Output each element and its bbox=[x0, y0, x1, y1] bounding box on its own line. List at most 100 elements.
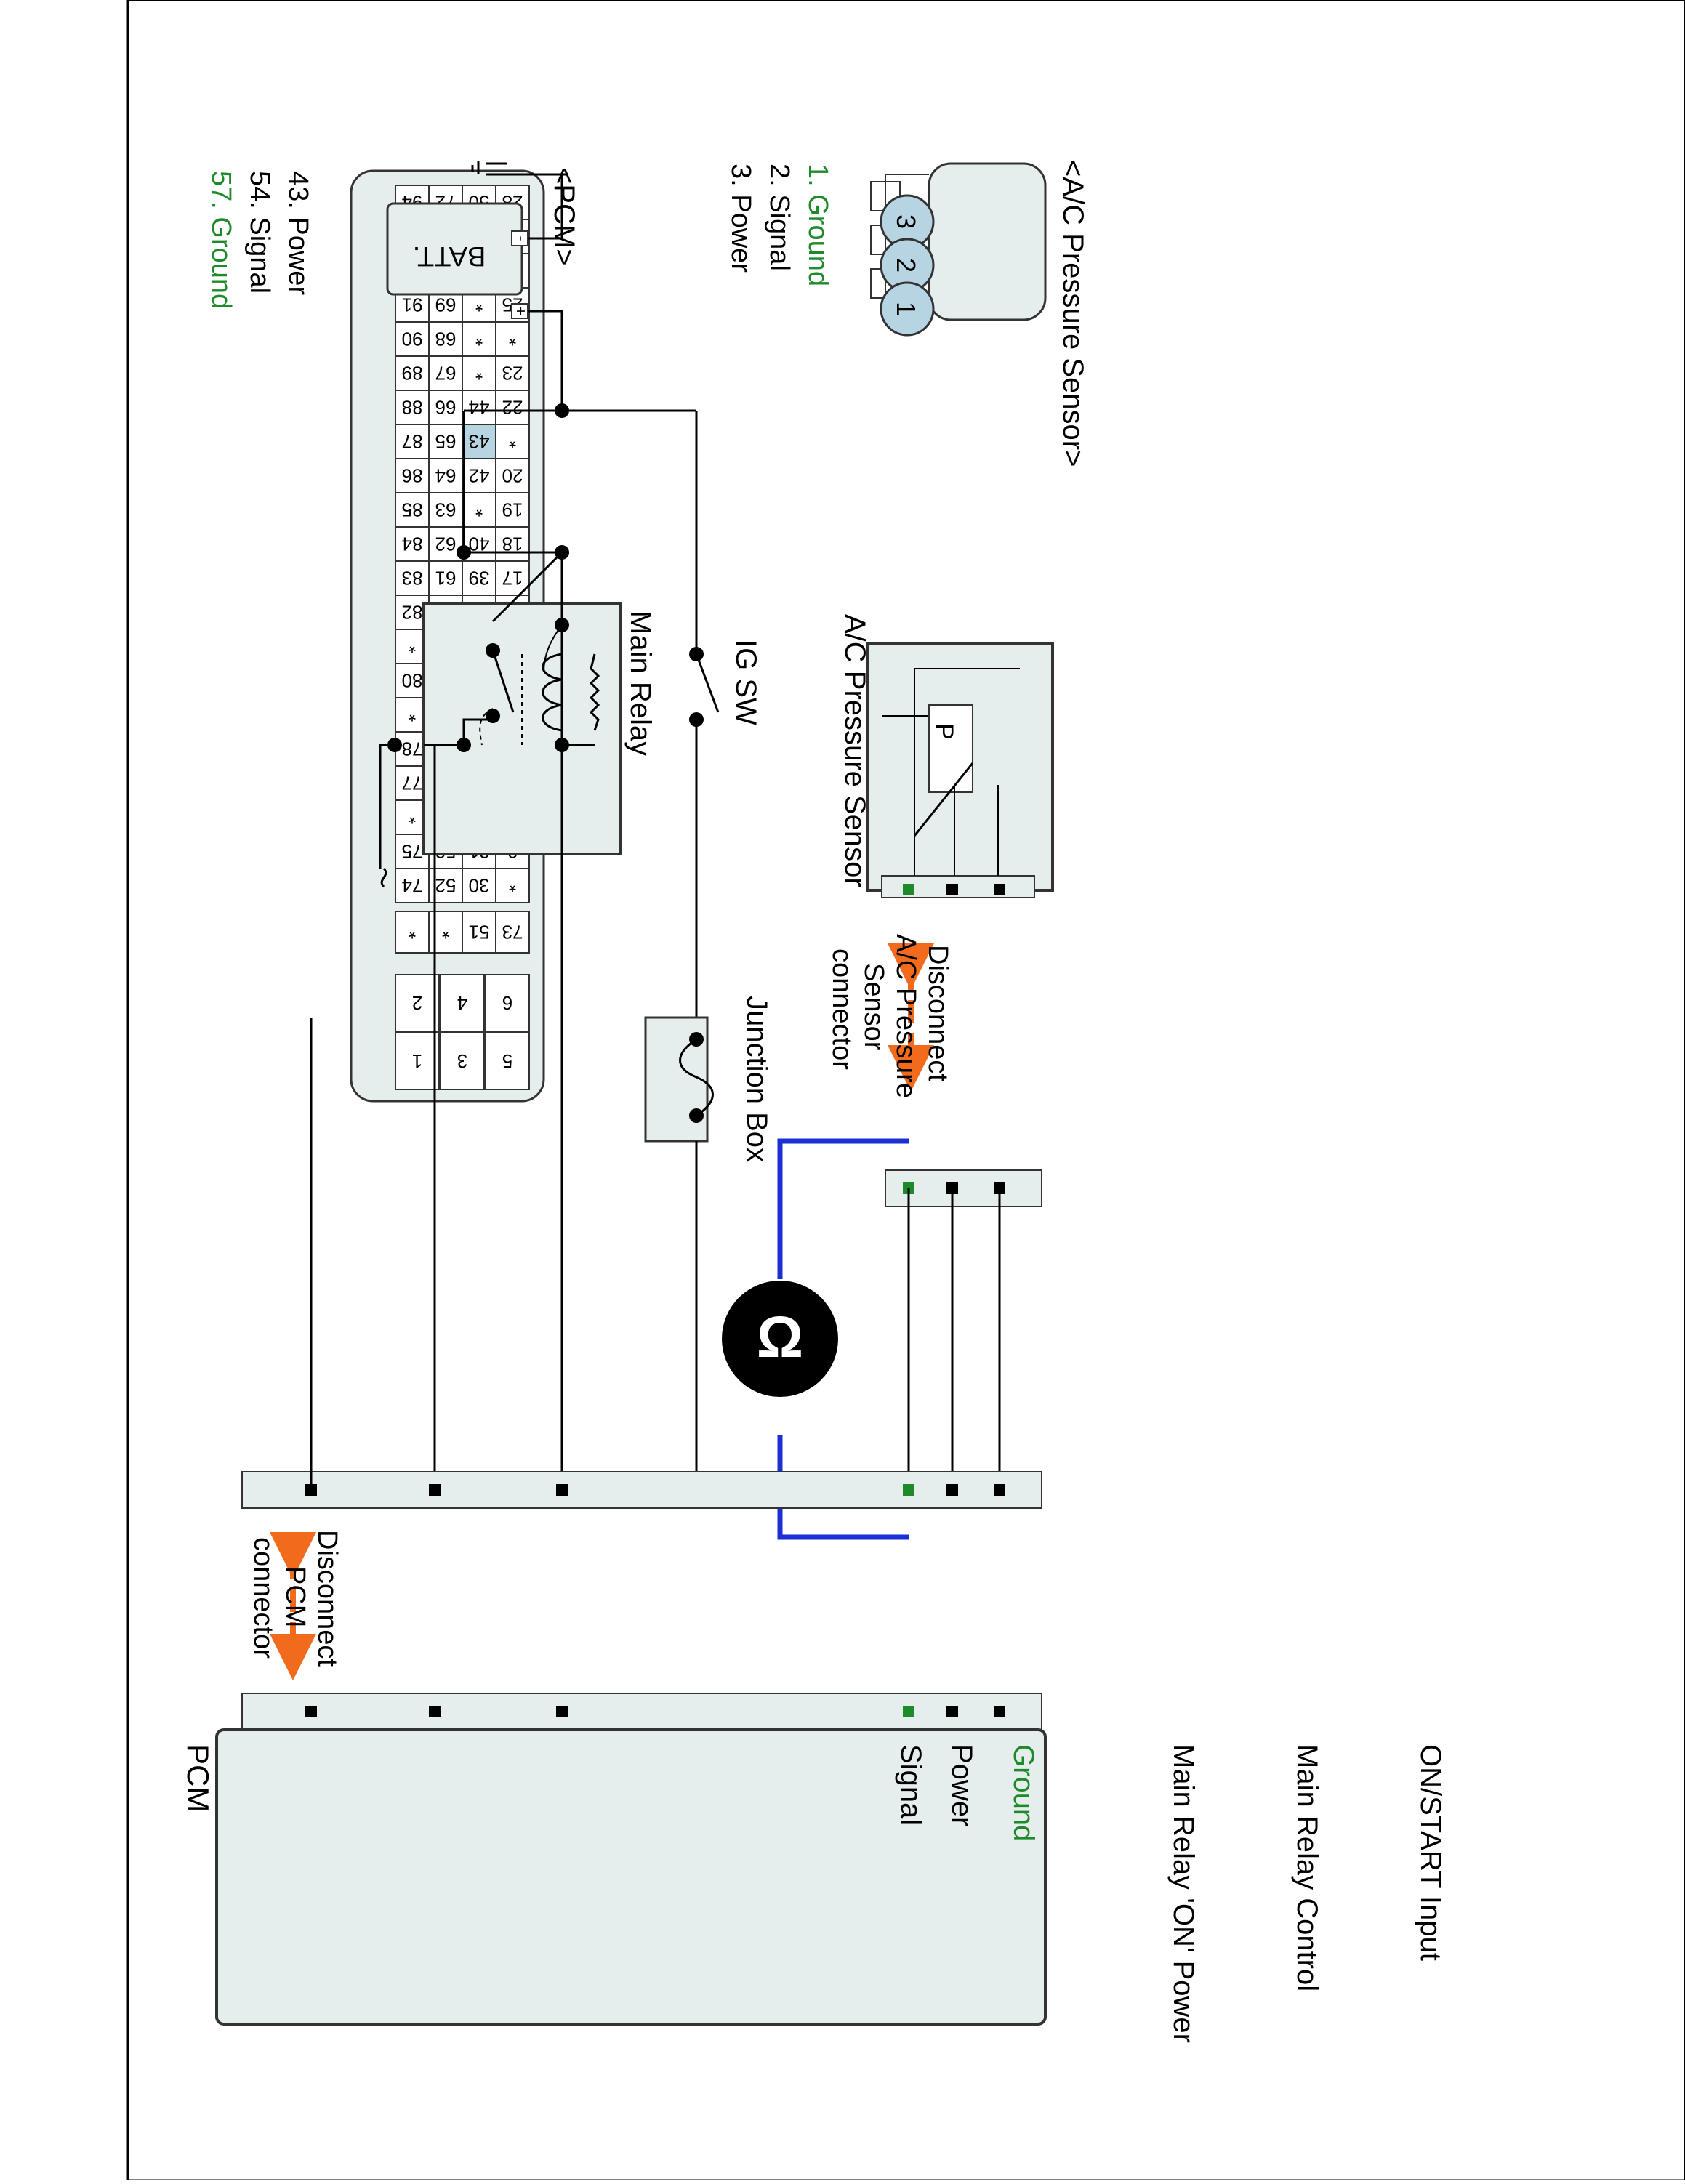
sensor-pin-power-label: 3. Power bbox=[725, 164, 756, 273]
disconnect-sensor-line-4: connector bbox=[827, 948, 857, 1070]
disconnect-sensor-line-1: Disconnect bbox=[922, 945, 953, 1081]
pcm-module bbox=[215, 1728, 1047, 2026]
pcm-pin-number: * bbox=[475, 499, 483, 521]
pcm-pin-number: 42 bbox=[469, 465, 490, 487]
pcm-pin-number: * bbox=[409, 807, 416, 829]
pcm-pin-number: * bbox=[475, 363, 483, 384]
pcm-pin-number: 44 bbox=[469, 397, 490, 419]
pcm-pin-number: 86 bbox=[402, 465, 423, 487]
pcm-pin-number: 63 bbox=[435, 499, 457, 521]
main-relay-label: Main Relay bbox=[624, 611, 656, 756]
pcm-pin-number: 20 bbox=[502, 465, 523, 487]
pcm-pin-power-label: 43. Power bbox=[283, 171, 313, 295]
pcm-module-label: PCM bbox=[181, 1744, 215, 1812]
pcm-pin-number: 75 bbox=[402, 841, 423, 863]
ac-pressure-sensor-label: A/C Pressure Sensor bbox=[839, 614, 871, 887]
pcm-small-block-number: * bbox=[409, 922, 416, 943]
ground-symbol bbox=[471, 161, 566, 176]
pcm-module-pin-label: Signal bbox=[895, 1744, 927, 1825]
pcm-pin-number: 19 bbox=[502, 499, 523, 521]
pcm-pin-number: * bbox=[475, 329, 483, 350]
ig-switch bbox=[695, 653, 720, 713]
pcm-power-block-number: 6 bbox=[502, 992, 512, 1014]
pcm-pin-number: * bbox=[409, 704, 416, 726]
pcm-power-block-number: 5 bbox=[502, 1050, 512, 1072]
pcm-pin-number: * bbox=[409, 636, 416, 658]
pcm-pin-number: 39 bbox=[469, 568, 490, 589]
pcm-power-block-cell bbox=[395, 1032, 440, 1090]
pcm-pin-number: 43 bbox=[469, 431, 490, 453]
pcm-small-block-cell bbox=[395, 911, 430, 954]
pcm-connector-title: <PCM> bbox=[548, 167, 580, 266]
pcm-pin-number: 74 bbox=[402, 875, 423, 897]
connector-pin-1: 1 bbox=[891, 302, 921, 316]
pcm-module-pin-label: Ground bbox=[1008, 1744, 1039, 1841]
sensor-pin-signal-label: 2. Signal bbox=[764, 164, 795, 271]
disconnect-pcm-line-1: Disconnect bbox=[312, 1530, 342, 1667]
pcm-small-block-number: * bbox=[442, 922, 449, 943]
sensor-connector-title: <A/C Pressure Sensor> bbox=[1057, 160, 1089, 467]
sensor-pin-ground-label: 1. Ground bbox=[803, 164, 833, 286]
pcm-pin-number: 17 bbox=[502, 568, 523, 589]
battery: - + BATT. bbox=[386, 202, 531, 319]
battery-minus: - bbox=[512, 235, 531, 241]
pcm-small-block-number: 51 bbox=[469, 922, 490, 943]
pcm-pin-number: * bbox=[475, 294, 483, 316]
pcm-power-block-cell bbox=[485, 974, 530, 1032]
disconnect-pcm-line-2: PCM bbox=[280, 1566, 310, 1627]
disconnect-sensor-line-2: A/C Pressure bbox=[890, 934, 921, 1098]
junction-box-label: Junction Box bbox=[741, 996, 773, 1162]
pcm-pin-number: 62 bbox=[435, 533, 457, 555]
pcm-pin-number: 22 bbox=[502, 397, 523, 419]
ohm-meter bbox=[722, 1281, 838, 1397]
pcm-pin-number: 69 bbox=[435, 294, 457, 316]
meter-lead-2 bbox=[777, 1435, 909, 1540]
disconnect-pcm-line-3: connector bbox=[248, 1537, 278, 1659]
pcm-pin-number: 30 bbox=[469, 875, 490, 897]
pcm-pin-number: 66 bbox=[435, 397, 457, 419]
pcm-pin-number: 68 bbox=[435, 329, 457, 350]
pcm-power-block-number: 3 bbox=[457, 1050, 467, 1072]
pcm-pin-number: 87 bbox=[402, 431, 423, 453]
pcm-pin-number: 83 bbox=[402, 568, 423, 589]
ohm-symbol: Ω bbox=[757, 1305, 803, 1369]
connector-pin-2: 2 bbox=[891, 258, 921, 273]
relay-coil bbox=[542, 653, 600, 732]
sensor-element-label: P bbox=[930, 723, 958, 740]
pcm-pin-number: 91 bbox=[402, 294, 423, 316]
pcm-pin-number: 52 bbox=[435, 875, 457, 897]
disconnect-pcm-label: Disconnect PCM connector bbox=[248, 1530, 342, 1675]
pcm-pin-number: 88 bbox=[402, 397, 423, 419]
pcm-pin-signal-label: 54. Signal bbox=[244, 171, 275, 294]
sensor-harness-connector bbox=[885, 1169, 1042, 1207]
disconnect-sensor-label: Disconnect A/C Pressure Sensor connector bbox=[827, 934, 953, 1106]
pcm-power-block-number: 1 bbox=[412, 1050, 422, 1072]
battery-label: BATT. bbox=[413, 241, 486, 271]
pcm-module-pin-label: Power bbox=[946, 1744, 978, 1826]
disconnect-sensor-line-3: Sensor bbox=[858, 963, 889, 1051]
pcm-pin-number: 64 bbox=[435, 465, 457, 487]
pcm-harness-connector bbox=[241, 1471, 1042, 1509]
pcm-pin-number: * bbox=[509, 329, 516, 350]
connector-pin-3: 3 bbox=[891, 214, 921, 229]
pcm-pin-number: * bbox=[509, 431, 516, 453]
pcm-power-block-cell bbox=[440, 974, 485, 1032]
pcm-module-connector bbox=[241, 1693, 1042, 1730]
pcm-pin-number: 78 bbox=[402, 738, 423, 760]
pcm-pin-number: * bbox=[509, 875, 516, 897]
pcm-power-block-cell bbox=[485, 1032, 530, 1090]
pcm-pin-ground-label: 57. Ground bbox=[206, 171, 236, 309]
pcm-pin-number: 85 bbox=[402, 499, 423, 521]
pcm-pin-number: 23 bbox=[502, 363, 523, 384]
pcm-pin-number: 82 bbox=[402, 602, 423, 624]
pcm-pin-number: 61 bbox=[435, 568, 457, 589]
sensor-connector-face: 3 2 1 bbox=[870, 162, 1047, 337]
pcm-pin-number: 67 bbox=[435, 363, 457, 384]
pcm-power-block-cell bbox=[440, 1032, 485, 1090]
pcm-pin-number: 80 bbox=[402, 670, 423, 692]
pcm-pin-number: 65 bbox=[435, 431, 457, 453]
battery-plus: + bbox=[512, 307, 530, 316]
